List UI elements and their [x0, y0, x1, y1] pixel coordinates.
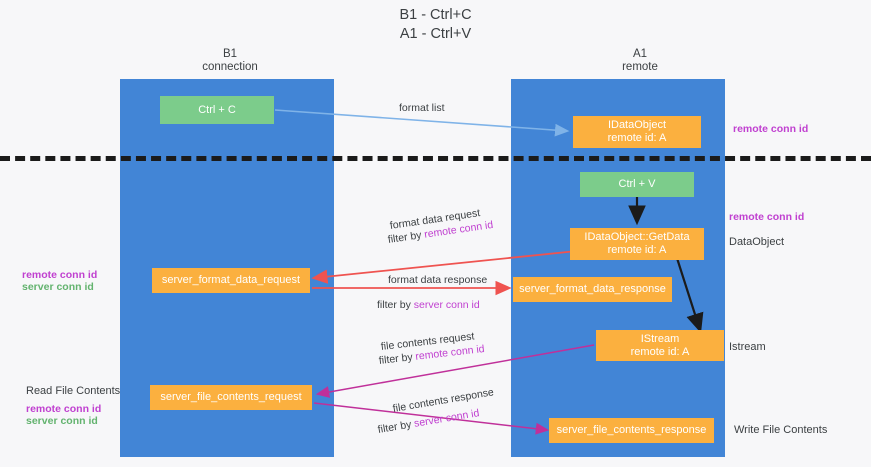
filter-key-server-conn-id: server conn id — [413, 299, 480, 311]
edge-label-format-data-response-filter: filter by server conn id — [377, 299, 480, 312]
divider-line — [0, 156, 871, 161]
box-server-file-contents-request[interactable]: server_file_contents_request — [150, 385, 312, 410]
box-server-file-contents-response[interactable]: server_file_contents_response — [549, 418, 714, 443]
box-idataobject-getdata[interactable]: IDataObject::GetData remote id: A — [570, 228, 704, 260]
annotation-istream: Istream — [729, 341, 766, 353]
column-header-b1: B1 connection — [202, 48, 258, 73]
page-title: B1 - Ctrl+C A1 - Ctrl+V — [399, 7, 472, 42]
annotation-remote-conn-id-left-bottom: remote conn id — [26, 403, 102, 415]
annotation-write-file-contents: Write File Contents — [734, 424, 828, 436]
annotation-remote-conn-id-left-mid: remote conn id — [22, 269, 98, 281]
annotation-remote-conn-id-mid: remote conn id — [729, 211, 805, 223]
annotation-read-file-contents: Read File Contents — [26, 385, 121, 397]
annotation-dataobject: DataObject — [729, 236, 785, 248]
edge-label-format-list: format list — [399, 102, 445, 114]
annotation-server-conn-id-left-bottom: server conn id — [26, 415, 98, 427]
filter-prefix: filter by — [376, 418, 416, 436]
box-ctrl-c[interactable]: Ctrl + C — [160, 96, 274, 124]
filter-prefix: filter by — [377, 299, 414, 311]
annotation-server-conn-id-left-mid: server conn id — [22, 281, 94, 293]
annotation-remote-conn-id-top: remote conn id — [733, 123, 809, 135]
box-server-format-data-request[interactable]: server_format_data_request — [152, 268, 310, 293]
box-ctrl-v[interactable]: Ctrl + V — [580, 172, 694, 197]
column-header-a1: A1 remote — [622, 48, 658, 73]
box-server-format-data-response[interactable]: server_format_data_response — [513, 277, 672, 302]
box-idataobject[interactable]: IDataObject remote id: A — [573, 116, 701, 148]
edge-label-format-data-response: format data response — [388, 274, 488, 286]
box-istream[interactable]: IStream remote id: A — [596, 330, 724, 361]
